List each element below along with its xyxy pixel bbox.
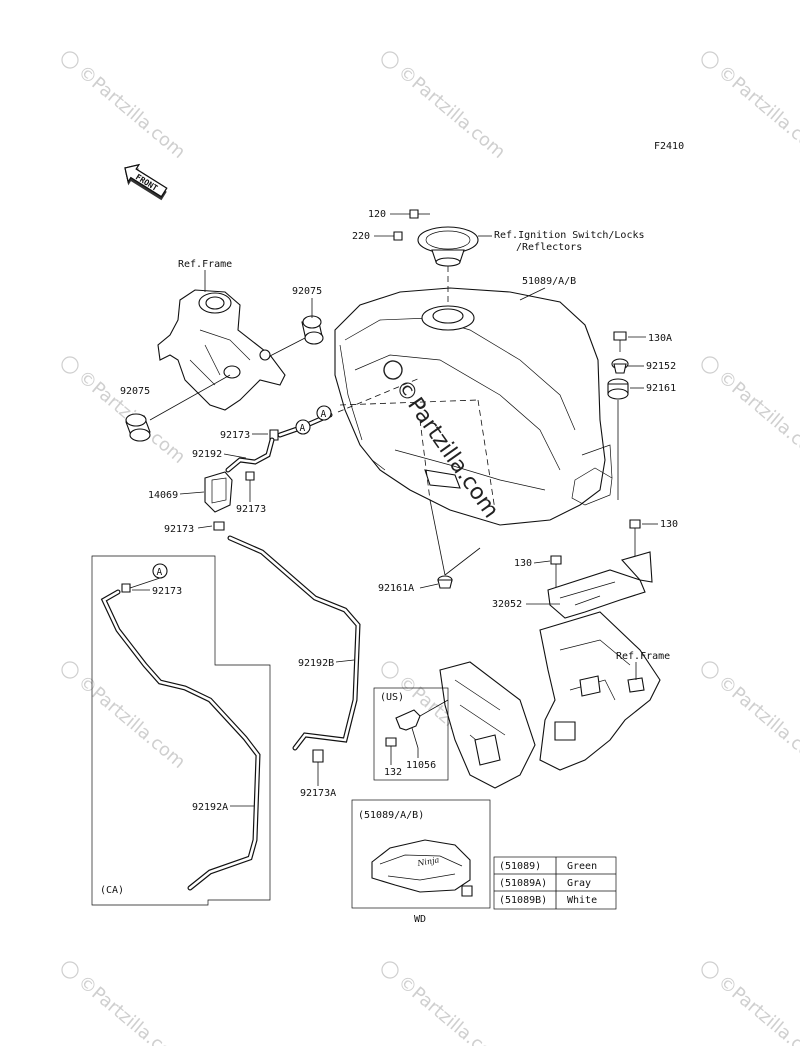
callout-92161A: 92161A <box>378 583 414 594</box>
ref-frame-bottom-label: Ref.Frame <box>616 651 670 662</box>
rubber-damper-92075-left <box>125 413 151 442</box>
callout-32052: 32052 <box>492 599 522 610</box>
ca-label: (CA) <box>100 885 124 896</box>
watermark: ©Partzilla.com <box>701 961 800 1046</box>
color-table-code: (51089) <box>499 861 541 872</box>
marker-a-ca: A <box>152 563 168 579</box>
callout-120: 120 <box>368 209 386 220</box>
fuel-tank-part <box>334 287 613 526</box>
callout-92075-left: 92075 <box>120 386 150 397</box>
watermark: ©Partzilla.com <box>61 51 190 163</box>
inset-tank-image: Ninja <box>371 839 473 897</box>
callout-92192A: 92192A <box>192 802 228 813</box>
callout-130A: 130A <box>648 333 672 344</box>
svg-text:A: A <box>157 567 163 578</box>
color-table-color: Gray <box>567 878 591 889</box>
svg-text:Ninja: Ninja <box>416 855 440 868</box>
callout-92152: 92152 <box>646 361 676 372</box>
color-table: (51089) Green (51089A) Gray (51089B) Whi… <box>493 856 617 910</box>
svg-text:A: A <box>321 409 327 420</box>
svg-text:©Partzilla.com: ©Partzilla.com <box>74 971 190 1046</box>
svg-text:©Partzilla.com: ©Partzilla.com <box>714 61 800 163</box>
front-arrow-icon: FRONT <box>124 163 168 201</box>
watermark: ©Partzilla.com <box>701 661 800 773</box>
rear-frame-part <box>439 611 661 789</box>
watermark: ©Partzilla.com <box>701 51 800 163</box>
us-box <box>373 687 449 781</box>
watermark: ©Partzilla.com <box>61 356 189 468</box>
figure-code: F2410 <box>654 141 684 152</box>
bolt-130-mid <box>550 555 562 565</box>
ref-ignition-label: Ref.Ignition Switch/Locks <box>494 230 645 241</box>
watermark: ©Partzilla.com <box>381 51 510 163</box>
bolt-130A <box>613 331 627 352</box>
marker-a-mid: A <box>295 419 311 435</box>
ca-box <box>91 555 271 906</box>
callout-130-mid: 130 <box>514 558 532 569</box>
ref-frame-top-label: Ref.Frame <box>178 259 232 270</box>
clamp-92173-b <box>245 471 255 481</box>
callout-51089: 51089/A/B <box>522 276 576 287</box>
frame-head-part <box>157 289 286 411</box>
callout-92173A: 92173A <box>300 788 336 799</box>
svg-text:©Partzilla.com: ©Partzilla.com <box>714 671 800 773</box>
rubber-damper-92075-top <box>301 315 324 345</box>
collar-92152 <box>611 358 629 374</box>
watermark: ©Partzilla.com <box>701 356 800 468</box>
watermark: ©Partzilla.com <box>381 961 510 1046</box>
callout-132: 132 <box>384 767 402 778</box>
hose-92192B <box>227 535 361 751</box>
clamp-92173A <box>312 749 324 763</box>
callout-11056: 11056 <box>406 760 436 771</box>
damper-92161A <box>437 575 453 589</box>
separator-14069 <box>204 471 233 513</box>
svg-text:A: A <box>300 423 306 434</box>
callout-92075-top: 92075 <box>292 286 322 297</box>
callout-92192: 92192 <box>192 449 222 460</box>
svg-text:©Partzilla.com: ©Partzilla.com <box>714 971 800 1046</box>
callout-14069: 14069 <box>148 490 178 501</box>
watermark: ©Partzilla.com <box>61 961 190 1046</box>
damper-92161 <box>607 378 629 400</box>
callout-130-right: 130 <box>660 519 678 530</box>
marker-a-upper: A <box>316 405 332 421</box>
us-label: (US) <box>380 692 404 703</box>
fuel-cap-part <box>417 226 479 267</box>
callout-92173-a: 92173 <box>220 430 250 441</box>
wd-label: WD <box>414 914 426 925</box>
svg-text:©Partzilla.com: ©Partzilla.com <box>714 366 800 468</box>
color-table-color: Green <box>567 861 597 872</box>
hose-92192A <box>100 589 261 891</box>
callout-92192B: 92192B <box>298 658 334 669</box>
bolt-132 <box>385 737 397 747</box>
clamp-92173-ca <box>121 583 131 593</box>
inset-title: (51089/A/B) <box>358 810 424 821</box>
watermark: ©Partzilla.com <box>61 661 189 773</box>
bolt-130-right <box>629 519 641 529</box>
svg-text:©Partzilla.com: ©Partzilla.com <box>394 971 510 1046</box>
bracket-11056 <box>395 709 421 749</box>
svg-text:©Partzilla.com: ©Partzilla.com <box>74 61 190 163</box>
callout-92173-ca: 92173 <box>152 586 182 597</box>
ref-reflectors-label: /Reflectors <box>516 242 582 253</box>
color-table-code: (51089A) <box>499 878 547 889</box>
svg-text:©Partzilla.com: ©Partzilla.com <box>394 61 510 163</box>
callout-220: 220 <box>352 231 370 242</box>
inset-box <box>351 799 491 909</box>
watermark-group: ©Partzilla.com ©Partzilla.com ©Partzilla… <box>61 51 800 1046</box>
color-table-color: White <box>567 895 597 906</box>
bracket-32052 <box>547 551 653 619</box>
callout-92173-c: 92173 <box>164 524 194 535</box>
color-table-code: (51089B) <box>499 895 547 906</box>
callout-92173-b: 92173 <box>236 504 266 515</box>
clamp-92173-c <box>213 521 225 531</box>
callout-92161: 92161 <box>646 383 676 394</box>
